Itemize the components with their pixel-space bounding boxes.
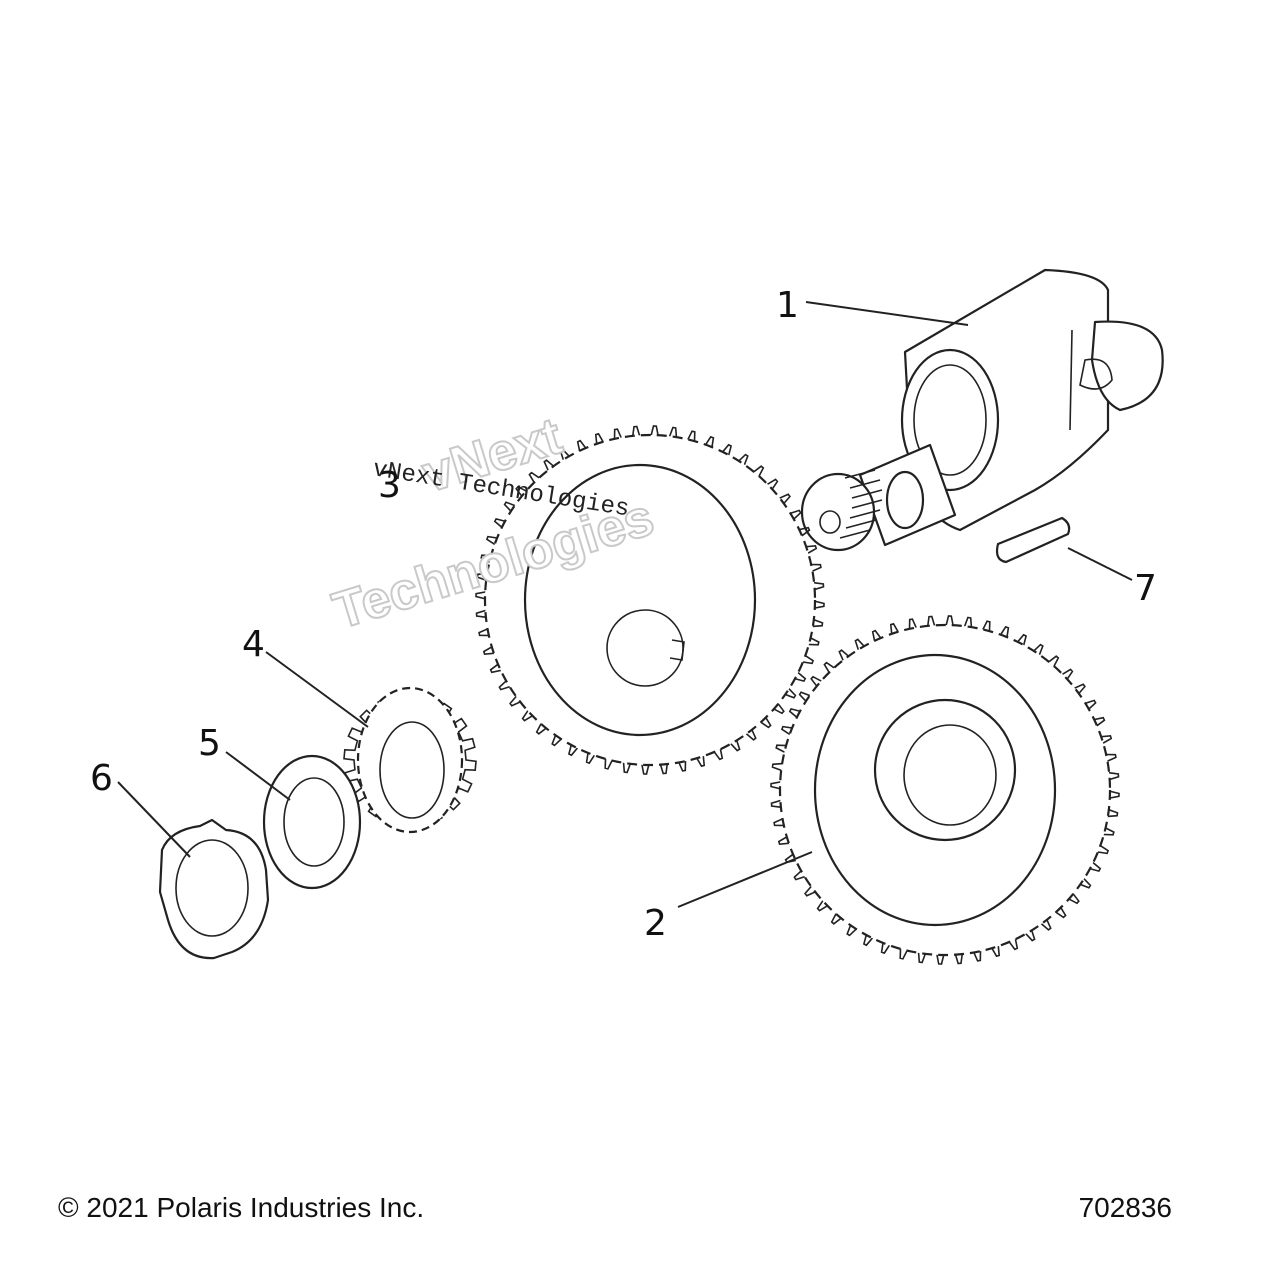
callout-3: 3 — [378, 465, 401, 506]
copyright-text: © 2021 Polaris Industries Inc. — [58, 1192, 425, 1223]
part-3-gear — [475, 425, 825, 775]
callout-1: 1 — [776, 285, 799, 326]
leader-5 — [225, 751, 291, 801]
leader-4 — [265, 651, 369, 728]
callout-4: 4 — [242, 624, 265, 665]
leader-1 — [805, 301, 969, 326]
callout-5: 5 — [198, 723, 221, 764]
part-6-nut — [158, 818, 270, 960]
leader-7 — [1067, 547, 1133, 581]
callout-2: 2 — [644, 903, 667, 944]
part-4-sprocket — [343, 686, 477, 834]
callout-7: 7 — [1134, 568, 1157, 609]
part-1-shaft-housing — [800, 268, 1164, 552]
callout-6: 6 — [90, 758, 113, 799]
part-7-key — [995, 516, 1071, 564]
part-2-gear — [770, 615, 1120, 965]
diagram-number: 702836 — [1078, 1192, 1172, 1223]
leader-6 — [117, 781, 191, 858]
leader-2 — [677, 851, 813, 908]
part-5-washer — [262, 754, 362, 890]
